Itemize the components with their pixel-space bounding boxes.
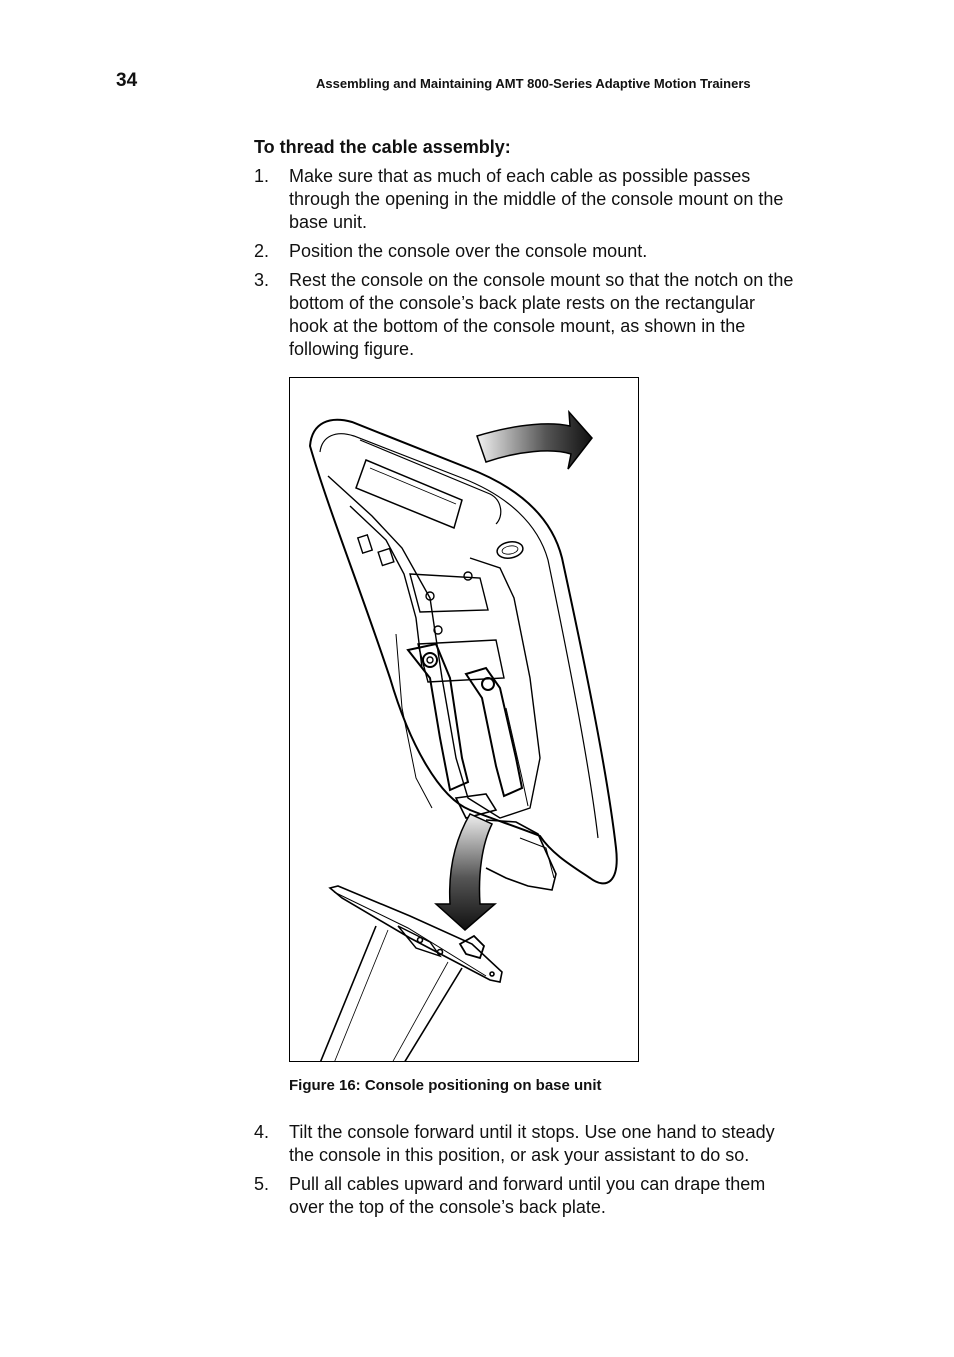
step-text: Position the console over the console mo…	[289, 241, 648, 261]
step-number: 1.	[254, 166, 270, 186]
base-post	[319, 925, 463, 1061]
console-housing	[308, 418, 618, 885]
step-number: 4.	[254, 1122, 270, 1142]
step-text: Tilt the console forward until it stops.…	[289, 1122, 775, 1165]
step-text: Pull all cables upward and forward until…	[289, 1174, 766, 1217]
step-number: 5.	[254, 1174, 270, 1194]
page-number: 34	[116, 70, 138, 91]
step-text: Rest the console on the console mount so…	[289, 270, 794, 359]
running-header: Assembling and Maintaining AMT 800-Serie…	[316, 76, 751, 91]
list-item: 1. Make sure that as much of each cable …	[254, 165, 794, 234]
down-arrow-icon	[434, 813, 498, 931]
console-mount-plate	[328, 885, 503, 983]
step-number: 2.	[254, 241, 270, 261]
figure-frame	[289, 377, 639, 1062]
steps-list: 4. Tilt the console forward until it sto…	[254, 1121, 794, 1225]
step-text: Make sure that as much of each cable as …	[289, 166, 784, 232]
list-item: 5. Pull all cables upward and forward un…	[254, 1173, 794, 1219]
list-item: 4. Tilt the console forward until it sto…	[254, 1121, 794, 1167]
list-item: 2. Position the console over the console…	[254, 240, 794, 263]
step-number: 3.	[254, 270, 270, 290]
list-item: 3. Rest the console on the console mount…	[254, 269, 794, 361]
console-neck	[485, 819, 557, 891]
console-on-mount-illustration	[308, 409, 618, 1061]
steps-list: 1. Make sure that as much of each cable …	[254, 165, 794, 367]
tilt-arrow-icon	[476, 409, 593, 470]
console-back-plate	[327, 475, 541, 819]
section-heading: To thread the cable assembly:	[254, 137, 511, 157]
figure-caption: Figure 16: Console positioning on base u…	[289, 1077, 602, 1094]
